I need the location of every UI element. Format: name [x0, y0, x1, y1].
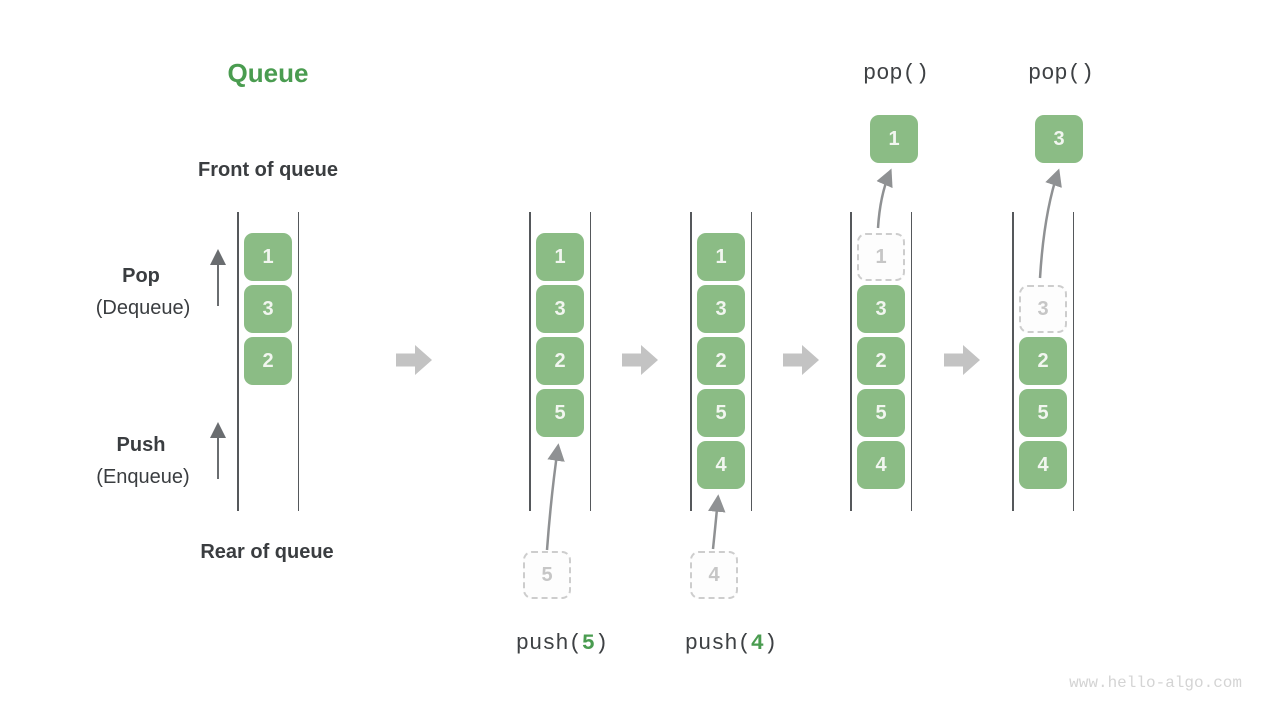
queue-cell: 2 [857, 337, 905, 385]
flow-arrow-icon [944, 345, 980, 375]
queue-wall-right [750, 212, 752, 511]
push-operation-label-1: push(5) [516, 631, 608, 656]
queue-wall-left [529, 212, 531, 511]
queue-cell: 2 [536, 337, 584, 385]
flow-arrow-icon [622, 345, 658, 375]
flow-arrow-icon [396, 345, 432, 375]
push-arg-text: 5 [581, 631, 596, 656]
queue-wall-right [910, 212, 912, 511]
pop-operation-label-1: pop() [862, 61, 930, 86]
queue-cell-ghost: 1 [857, 233, 905, 281]
front-of-queue-label: Front of queue [198, 159, 338, 181]
queue-wall-left [237, 212, 239, 511]
queue-cell: 3 [697, 285, 745, 333]
queue-cell: 1 [536, 233, 584, 281]
queue-cell: 4 [857, 441, 905, 489]
queue-cell: 2 [697, 337, 745, 385]
queue-wall-right [1072, 212, 1074, 511]
queue-state-initial: 1 3 2 [237, 212, 299, 511]
push-close-text: ) [764, 631, 778, 656]
rear-of-queue-label: Rear of queue [200, 541, 334, 563]
queue-state-after-push-5: 1 3 2 5 [529, 212, 591, 511]
queue-wall-left [1012, 212, 1014, 511]
queue-cell: 5 [536, 389, 584, 437]
pop-operation-label-2: pop() [1027, 61, 1095, 86]
queue-cell: 5 [1019, 389, 1067, 437]
queue-state-pop-second: 3 2 5 4 [1012, 212, 1074, 511]
push-arg-text: 4 [750, 631, 765, 656]
queue-cell: 1 [697, 233, 745, 281]
flow-arrow-icon [783, 345, 819, 375]
watermark: www.hello-algo.com [1069, 674, 1242, 692]
push-operation-label-2: push(4) [685, 631, 777, 656]
queue-cell: 4 [697, 441, 745, 489]
popped-value-box-1: 1 [870, 115, 918, 163]
queue-cell: 1 [244, 233, 292, 281]
queue-cell: 4 [1019, 441, 1067, 489]
push-fn-text: push( [515, 631, 582, 656]
enqueue-label: (Enqueue) [96, 466, 190, 488]
diagram-title: Queue [227, 58, 309, 88]
queue-cell: 5 [857, 389, 905, 437]
push-fn-text: push( [684, 631, 751, 656]
popped-value-box-2: 3 [1035, 115, 1083, 163]
queue-wall-right [297, 212, 299, 511]
queue-cell: 3 [857, 285, 905, 333]
queue-cell-ghost: 3 [1019, 285, 1067, 333]
queue-wall-left [850, 212, 852, 511]
queue-state-after-push-4: 1 3 2 5 4 [690, 212, 752, 511]
queue-wall-right [589, 212, 591, 511]
pop-label: Pop [122, 265, 160, 287]
incoming-value-box-5: 5 [523, 551, 571, 599]
queue-cell: 2 [1019, 337, 1067, 385]
queue-cell: 3 [536, 285, 584, 333]
push-close-text: ) [595, 631, 609, 656]
dequeue-label: (Dequeue) [95, 297, 191, 319]
queue-cell: 2 [244, 337, 292, 385]
queue-state-pop-first: 1 3 2 5 4 [850, 212, 912, 511]
incoming-value-box-4: 4 [690, 551, 738, 599]
queue-cell: 3 [244, 285, 292, 333]
push-label: Push [116, 434, 166, 456]
queue-cell: 5 [697, 389, 745, 437]
queue-wall-left [690, 212, 692, 511]
